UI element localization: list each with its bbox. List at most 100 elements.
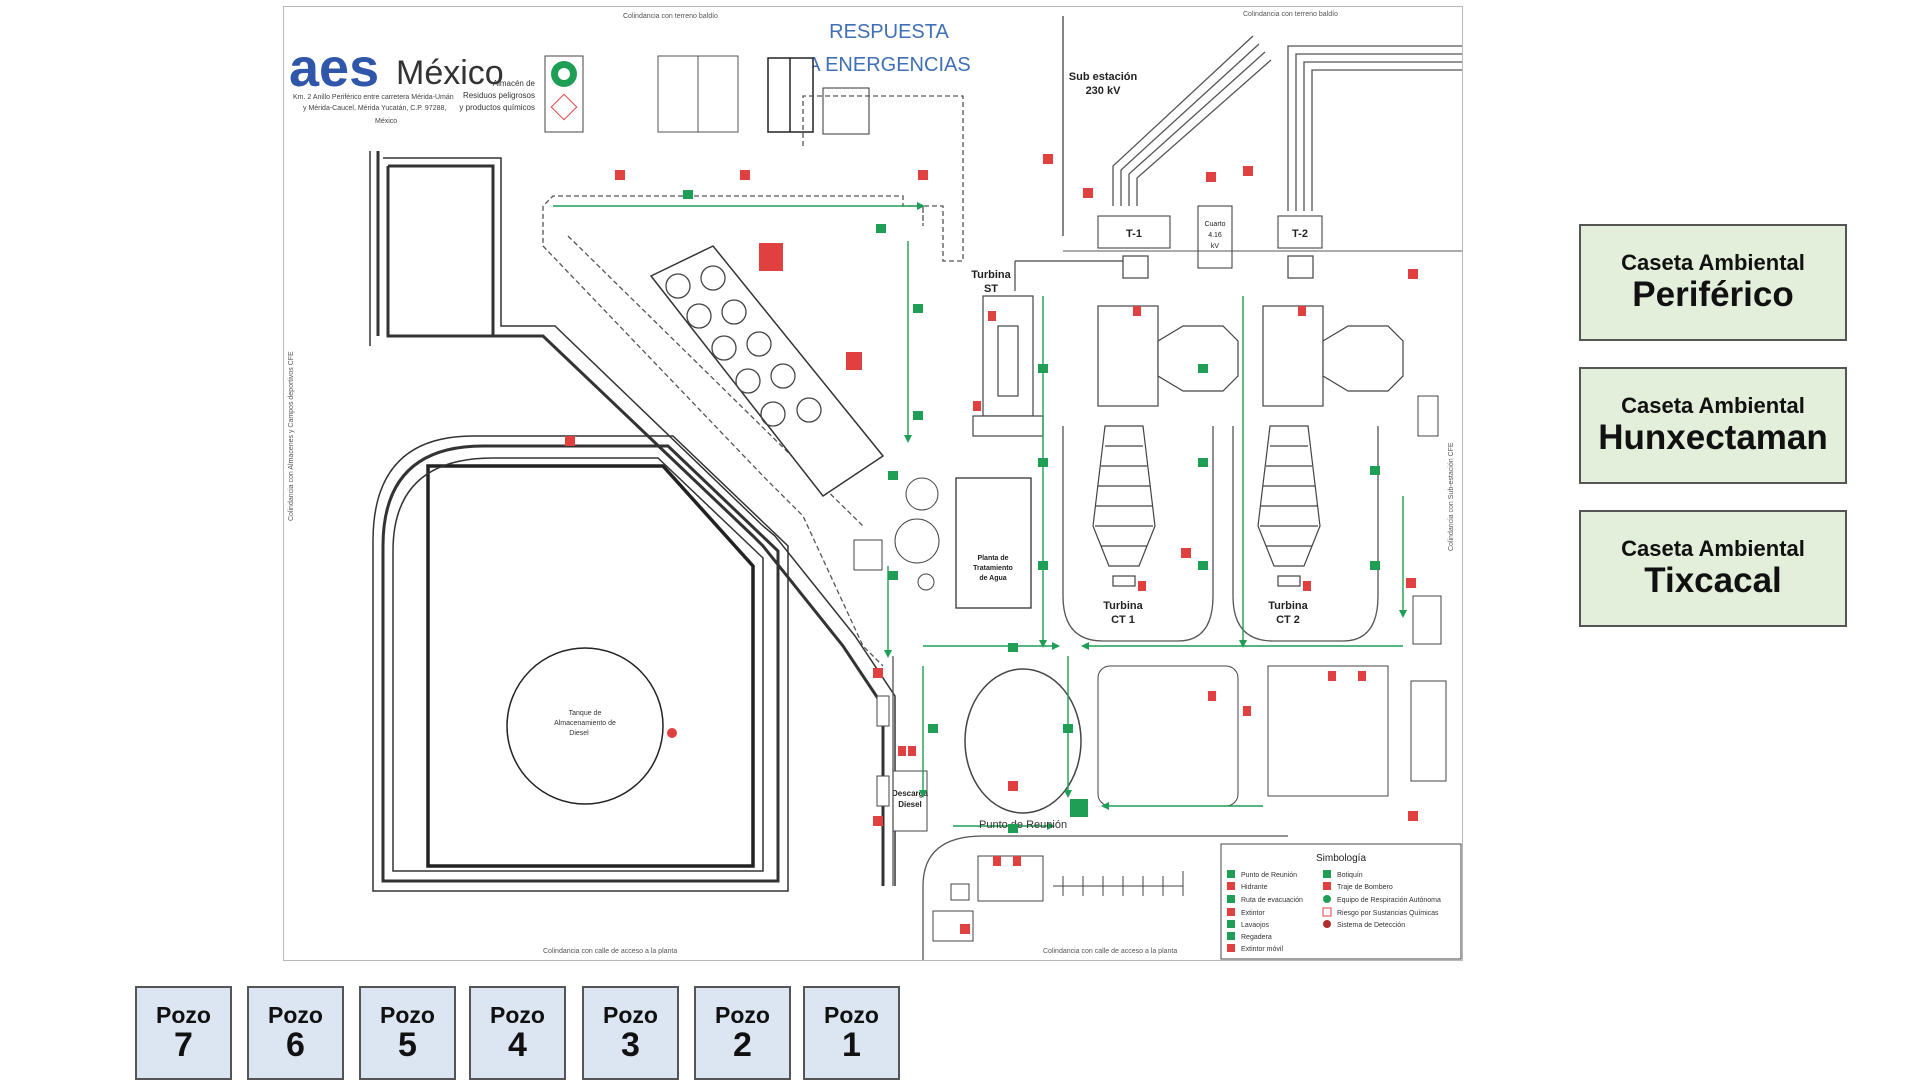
svg-text:Descarga: Descarga xyxy=(892,789,929,798)
turbine-ct1 xyxy=(1092,255,1239,587)
safety-symbols-green xyxy=(683,190,1380,833)
svg-text:T-1: T-1 xyxy=(1126,228,1142,240)
svg-text:Extintor: Extintor xyxy=(1241,910,1265,917)
pozo-3: Pozo 3 xyxy=(582,986,679,1080)
transformer-t1 xyxy=(1097,215,1171,249)
svg-text:de Agua: de Agua xyxy=(979,575,1006,582)
caseta-name: Periférico xyxy=(1632,275,1794,315)
svg-text:Equipo de Respiración Autónoma: Equipo de Respiración Autónoma xyxy=(1337,897,1441,904)
caseta-label: Caseta Ambiental xyxy=(1621,249,1805,275)
turbina-ct2-line-1: Turbina xyxy=(1268,600,1308,612)
svg-text:Botiquín: Botiquín xyxy=(1337,872,1363,879)
pozo-label: Pozo xyxy=(603,1001,658,1028)
caseta-label: Caseta Ambiental xyxy=(1621,392,1805,418)
pozo-label: Pozo xyxy=(824,1001,879,1028)
transformer-t2 xyxy=(1277,215,1323,249)
turbine-ct2 xyxy=(1257,255,1404,587)
round-pond xyxy=(964,668,1082,814)
svg-text:Sistema de Detección: Sistema de Detección xyxy=(1337,922,1405,929)
water-treatment-plant xyxy=(955,477,1032,609)
aes-logo: aes xyxy=(289,38,379,98)
svg-text:kV: kV xyxy=(1211,243,1220,250)
pozo-7: Pozo 7 xyxy=(135,986,232,1080)
almacen-line-3: y productos químicos xyxy=(459,103,535,112)
svg-text:Tratamiento: Tratamiento xyxy=(973,565,1013,572)
plant-layout-map: Colindancia con terreno baldío Colindanc… xyxy=(288,11,1463,961)
turbina-ct1-line-1: Turbina xyxy=(1103,600,1143,612)
border-top-right-text: Colindancia con terreno baldío xyxy=(1243,11,1338,18)
svg-text:Planta de: Planta de xyxy=(977,555,1008,562)
pozo-4: Pozo 4 xyxy=(469,986,566,1080)
pozo-number: 3 xyxy=(621,1025,640,1064)
svg-text:Cuarto: Cuarto xyxy=(1204,221,1225,228)
address-line-2: y Mérida-Caucel, Mérida Yucatán, C.P. 97… xyxy=(303,105,446,112)
svg-text:Hidrante: Hidrante xyxy=(1241,884,1268,891)
admin-building xyxy=(1097,665,1239,807)
turbine-st xyxy=(972,260,1123,437)
svg-text:4.16: 4.16 xyxy=(1208,232,1222,239)
logo-country: México xyxy=(396,54,504,92)
caseta-label: Caseta Ambiental xyxy=(1621,535,1805,561)
diesel-tank xyxy=(506,647,664,805)
pozo-label: Pozo xyxy=(715,1001,770,1028)
caseta-tixcacal: Caseta Ambiental Tixcacal xyxy=(1579,510,1847,627)
pozo-label: Pozo xyxy=(490,1001,545,1028)
caseta-name: Hunxectaman xyxy=(1598,418,1828,458)
turbina-ct1-line-2: CT 1 xyxy=(1111,614,1135,626)
pozo-label: Pozo xyxy=(268,1001,323,1028)
substation-line-1: Sub estación xyxy=(1069,71,1138,83)
turbina-ct2-line-2: CT 2 xyxy=(1276,614,1300,626)
turbina-st-line-1: Turbina xyxy=(971,269,1011,281)
workshop-building xyxy=(1267,665,1389,797)
border-top-left-text: Colindancia con terreno baldío xyxy=(623,13,718,20)
svg-text:Extintor móvil: Extintor móvil xyxy=(1241,946,1283,953)
address-line-3: México xyxy=(375,118,397,125)
title-line-2: A ENERGENCIAS xyxy=(807,54,970,76)
pozo-1: Pozo 1 xyxy=(803,986,900,1080)
simbologia-legend: Simbología Punto de Reunión Hidrante Rut… xyxy=(1220,843,1462,960)
assembly-point-icon xyxy=(1070,799,1088,817)
svg-text:Traje de Bombero: Traje de Bombero xyxy=(1337,884,1393,891)
svg-text:T-2: T-2 xyxy=(1292,228,1308,240)
address-line-1: Km. 2 Anillo Periférico entre carretera … xyxy=(293,94,454,101)
border-bottom-left-text: Colindancia con calle de acceso a la pla… xyxy=(543,948,677,955)
pozo-label: Pozo xyxy=(156,1001,211,1028)
punto-reunion-label: Punto de Reunión xyxy=(979,819,1067,831)
pozo-2: Pozo 2 xyxy=(694,986,791,1080)
caseta-periferico: Caseta Ambiental Periférico xyxy=(1579,224,1847,341)
pozo-6: Pozo 6 xyxy=(247,986,344,1080)
substation-line-2: 230 kV xyxy=(1086,85,1122,97)
tanque-line-2: Almacenamiento de xyxy=(554,720,616,727)
descarga-diesel xyxy=(892,770,928,832)
cuarto-416kv xyxy=(1197,205,1233,269)
svg-text:Ruta de evacuación: Ruta de evacuación xyxy=(1241,897,1303,904)
chemical-risk-icon xyxy=(550,93,578,121)
safety-symbols-red xyxy=(565,154,1418,934)
pozo-5: Pozo 5 xyxy=(359,986,456,1080)
cooling-tower xyxy=(649,245,885,498)
diesel-containment-inner xyxy=(426,464,755,868)
pozo-number: 2 xyxy=(733,1025,752,1064)
pozo-number: 1 xyxy=(842,1025,861,1064)
svg-text:Lavaojos: Lavaojos xyxy=(1241,922,1270,929)
tanque-line-3: Diesel xyxy=(569,730,589,737)
almacen-line-1: Almacén de xyxy=(493,79,536,88)
svg-text:Regadera: Regadera xyxy=(1241,934,1272,941)
svg-text:Punto de Reunión: Punto de Reunión xyxy=(1241,872,1297,879)
tanque-line-1: Tanque de xyxy=(569,710,602,717)
border-bottom-right-text: Colindancia con calle de acceso a la pla… xyxy=(1043,948,1177,955)
svg-text:Simbología: Simbología xyxy=(1316,853,1366,864)
title-line-1: RESPUESTA xyxy=(829,21,949,43)
pozo-number: 6 xyxy=(286,1025,305,1064)
border-right-text: Colindancia con Sub-estación CFE xyxy=(1448,442,1455,551)
pozo-number: 7 xyxy=(174,1025,193,1064)
turbina-st-line-2: ST xyxy=(984,283,998,295)
pozo-label: Pozo xyxy=(380,1001,435,1028)
pozo-number: 5 xyxy=(398,1025,417,1064)
caseta-hunxectaman: Caseta Ambiental Hunxectaman xyxy=(1579,367,1847,484)
svg-text:Riesgo por Sustancias Químicas: Riesgo por Sustancias Químicas xyxy=(1337,910,1439,917)
border-left-text: Colindancia con Almacenes y Campos depor… xyxy=(288,351,295,521)
caseta-name: Tixcacal xyxy=(1644,561,1782,601)
almacen-line-2: Residuos peligrosos xyxy=(463,91,535,100)
svg-text:Diesel: Diesel xyxy=(898,800,922,809)
